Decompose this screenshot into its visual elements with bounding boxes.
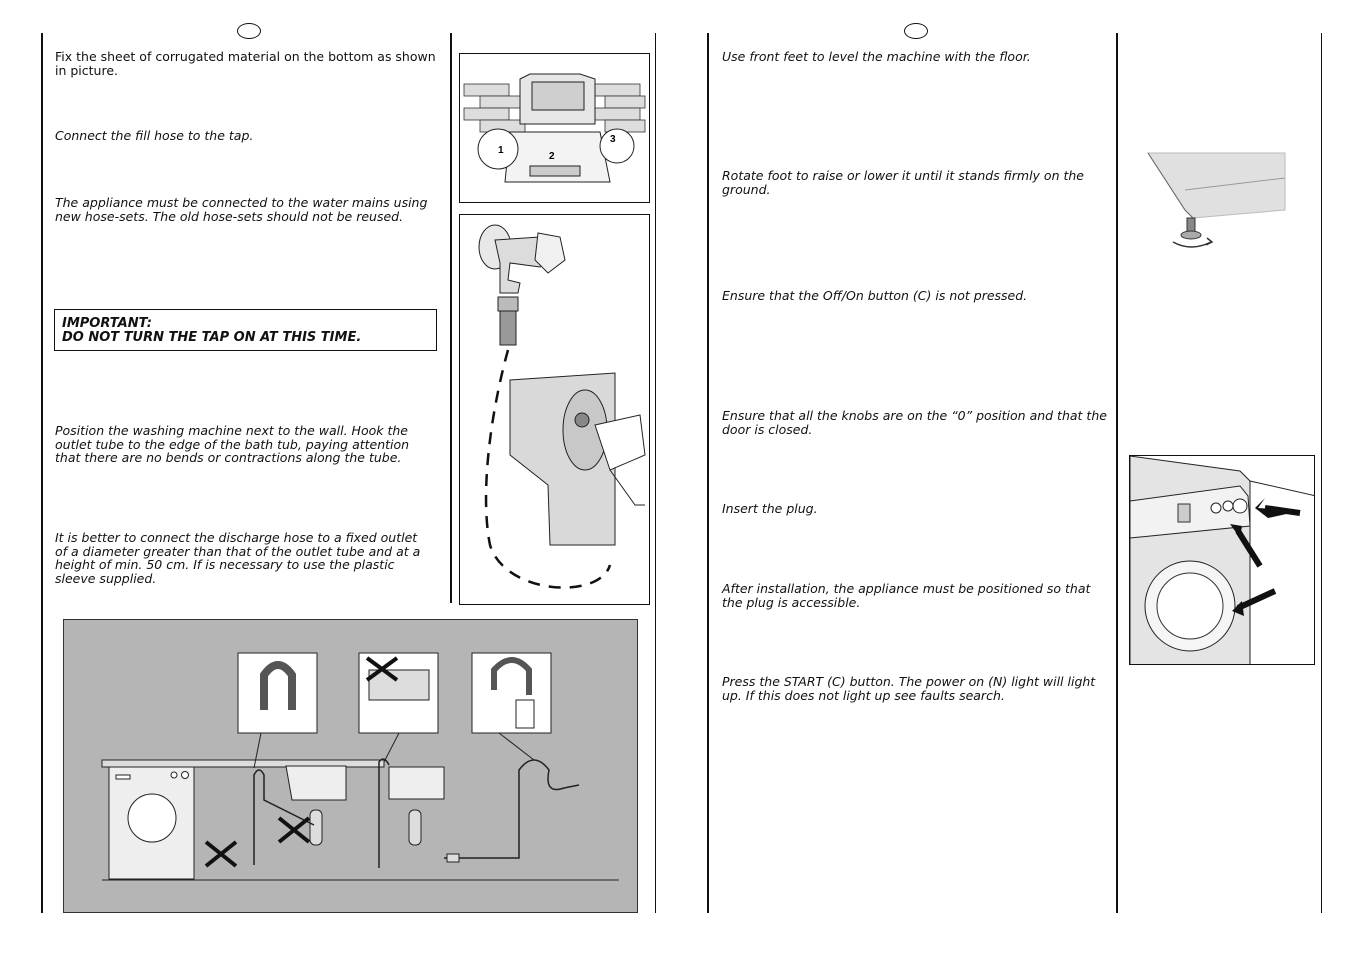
figure-tap-hose	[459, 214, 650, 605]
instruction-rotate-foot: Rotate foot to raise or lower it until i…	[722, 168, 1084, 197]
left-page-rule	[41, 33, 43, 913]
figure-control-panel	[1129, 455, 1315, 665]
instruction-position-machine: Position the washing machine next to the…	[55, 423, 410, 465]
instruction-press-start: Press the START (C) button. The power on…	[722, 674, 1096, 703]
left-column-rule	[450, 33, 452, 603]
instruction-plug-accessible: After installation, the appliance must b…	[722, 581, 1091, 610]
instruction-new-hose-sets: The appliance must be connected to the w…	[55, 195, 428, 224]
left-page-end-rule	[655, 33, 656, 913]
instruction-corrugated-sheet: Fix the sheet of corrugated material on …	[55, 49, 436, 78]
right-page-rule	[707, 33, 709, 913]
right-column-rule	[1116, 33, 1118, 913]
instruction-fill-hose: Connect the fill hose to the tap.	[55, 128, 254, 143]
important-text: DO NOT TURN THE TAP ON AT THIS TIME.	[62, 330, 362, 345]
language-marker-left	[237, 23, 261, 39]
step-label-3: 3	[610, 134, 616, 145]
important-title: IMPORTANT:	[62, 316, 152, 331]
right-page-end-rule	[1321, 33, 1322, 913]
important-notice: IMPORTANT: DO NOT TURN THE TAP ON AT THI…	[54, 309, 437, 351]
language-marker-right	[904, 23, 928, 39]
figure-corrugated-bottom: 1 2 3	[459, 53, 650, 203]
step-label-1: 1	[498, 145, 504, 156]
figure-levelling-foot	[1145, 150, 1295, 255]
instruction-insert-plug: Insert the plug.	[722, 501, 818, 516]
instruction-level-machine: Use front feet to level the machine with…	[722, 49, 1031, 64]
instruction-discharge-hose: It is better to connect the discharge ho…	[55, 530, 421, 586]
figure-drain-installation	[63, 619, 638, 913]
step-label-2: 2	[549, 151, 555, 162]
instruction-off-on-button: Ensure that the Off/On button (C) is not…	[722, 288, 1028, 303]
instruction-knobs-zero: Ensure that all the knobs are on the “0”…	[722, 408, 1107, 437]
